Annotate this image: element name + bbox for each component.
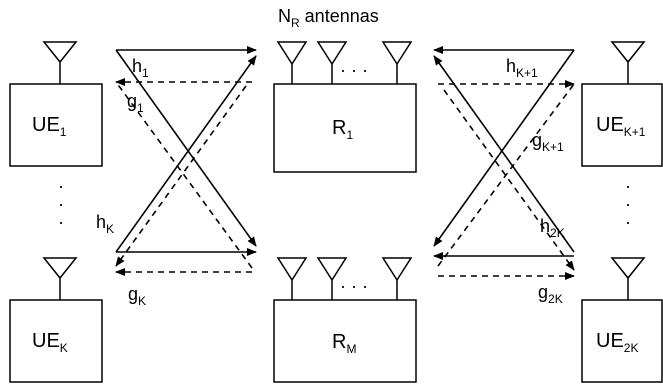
- ue-k-label: UEK: [32, 330, 68, 355]
- channel-h2k-to-r1-arrow: [433, 55, 575, 253]
- svg-text:·: ·: [625, 176, 631, 196]
- ue-k-plus-1-node: UEK+1: [581, 41, 663, 167]
- ue-k-plus-1-box: [581, 83, 663, 167]
- label-g1: g1: [127, 91, 144, 115]
- relay-antennas-title: NR antennas: [278, 6, 379, 30]
- ue-k-plus-1-label: UEK+1: [596, 114, 646, 139]
- svg-text:·: ·: [625, 212, 631, 232]
- relay-1-node: · · · R1: [273, 41, 417, 173]
- channel-gk1-from-rm-arrow: [437, 83, 575, 267]
- antenna-icon: [610, 41, 646, 84]
- antenna-icon: [276, 257, 308, 300]
- relay-m-box: [273, 299, 417, 383]
- channel-g2k-from-r1-arrow: [443, 89, 575, 271]
- label-h1: h1: [132, 56, 149, 80]
- antenna-ellipsis: · · ·: [340, 60, 368, 80]
- antenna-icon: [316, 41, 348, 84]
- channel-g1-from-rm-arrow: [115, 81, 253, 269]
- channel-hk-to-r1-arrow: [115, 55, 257, 253]
- ue-2k-label: UE2K: [596, 330, 638, 355]
- antenna-icon: [610, 257, 646, 300]
- label-hk: hK: [96, 212, 114, 236]
- svg-text:·: ·: [625, 194, 631, 214]
- channel-gk-from-r1-arrow: [115, 85, 247, 267]
- antenna-ellipsis: · · ·: [340, 276, 368, 296]
- relay-1-box: [273, 83, 417, 173]
- relay-m-label: RM: [332, 331, 356, 356]
- vertical-ellipsis-left: · · ·: [58, 176, 64, 232]
- ue-2k-node: UE2K: [581, 257, 663, 383]
- label-gk: gK: [128, 284, 146, 308]
- svg-text:·: ·: [58, 212, 64, 232]
- channel-h1-to-rm-arrow: [115, 49, 257, 247]
- label-g2k: g2K: [538, 282, 563, 306]
- antenna-icon: [42, 41, 78, 84]
- ue-k-node: UEK: [9, 257, 103, 383]
- label-h2k: h2K: [540, 216, 565, 240]
- antenna-icon: [316, 257, 348, 300]
- svg-text:·: ·: [58, 194, 64, 214]
- antenna-icon: [276, 41, 308, 84]
- relay-1-label: R1: [332, 117, 353, 142]
- ue-1-label: UE1: [32, 114, 67, 139]
- antenna-icon: [381, 257, 413, 300]
- label-hk1: hK+1: [506, 56, 538, 80]
- label-gk1: gK+1: [532, 130, 564, 154]
- ue-k-box: [9, 299, 103, 383]
- ue-1-box: [9, 83, 103, 167]
- ue-1-node: UE1: [9, 41, 103, 167]
- antenna-icon: [381, 41, 413, 84]
- ue-2k-box: [581, 299, 663, 383]
- vertical-ellipsis-right: · · ·: [625, 176, 631, 232]
- relay-m-node: · · · RM: [273, 257, 417, 383]
- svg-text:·: ·: [58, 176, 64, 196]
- channel-hk1-to-rm-arrow: [433, 49, 575, 247]
- antenna-icon: [42, 257, 78, 300]
